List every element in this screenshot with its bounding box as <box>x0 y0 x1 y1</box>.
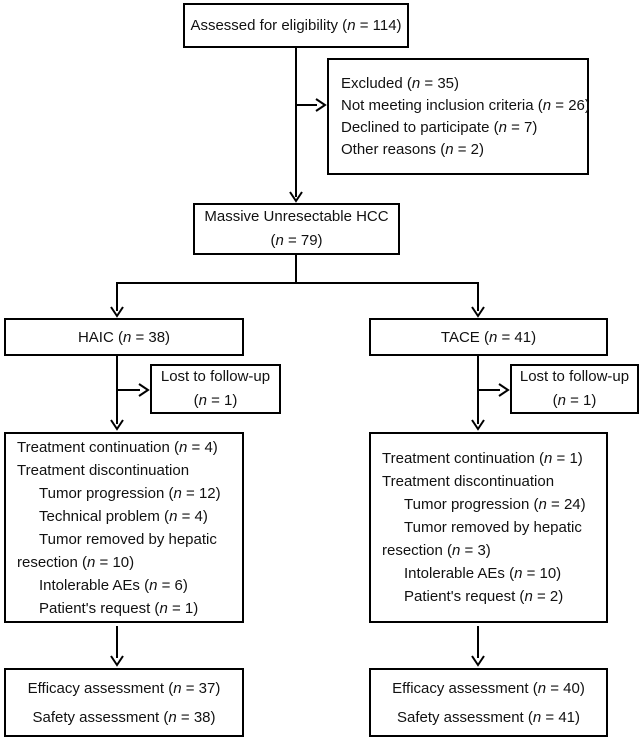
text-line: TACE (n = 41) <box>440 328 537 346</box>
text-line: Patient's request (n = 2) <box>404 588 564 605</box>
arrowhead-down <box>471 306 485 318</box>
arrowhead-right <box>498 383 510 397</box>
box-tace-assessment: Efficacy assessment (n = 40) Safety asses… <box>369 668 608 737</box>
text-line: Intolerable AEs (n = 10) <box>404 565 562 582</box>
text-line: Other reasons (n = 2) <box>341 140 484 158</box>
text-line: Tumor progression (n = 12) <box>39 484 221 502</box>
box-assessed-for-eligibility: Assessed for eligibility (n = 114) <box>183 3 409 48</box>
text-line: Lost to follow-up <box>519 368 630 385</box>
text-line: Treatment continuation (n = 4) <box>17 438 218 456</box>
text-line: (n = 1) <box>552 392 597 409</box>
box-haic-assessment: Efficacy assessment (n = 37) Safety asses… <box>4 668 244 737</box>
box-excluded: Excluded (n = 35) Not meeting inclusion c… <box>327 58 590 175</box>
text-line: Patient's request (n = 1) <box>39 599 199 617</box>
arrowhead-down <box>289 191 303 203</box>
arrowhead-down <box>110 306 124 318</box>
text-line: Safety assessment (n = 38) <box>32 708 216 726</box>
box-haic-arm: HAIC (n = 38) <box>4 318 244 356</box>
text-line: (n = 1) <box>193 392 238 409</box>
arrowhead-down <box>471 419 485 431</box>
box-lost-to-follow-up-tace: Lost to follow-up (n = 1) <box>510 364 639 414</box>
box-lost-to-follow-up-haic: Lost to follow-up (n = 1) <box>150 364 281 414</box>
text-line: Not meeting inclusion criteria (n = 26) <box>341 96 590 114</box>
box-tace-treatment-outcomes: Treatment continuation (n = 1) Treatment … <box>369 432 608 623</box>
text-line: Lost to follow-up <box>160 368 271 385</box>
text-line: Efficacy assessment (n = 40) <box>392 679 585 697</box>
text-line: Tumor progression (n = 24) <box>404 496 586 513</box>
text-line: Declined to participate (n = 7) <box>341 118 538 136</box>
arrowhead-down <box>471 655 485 667</box>
arrowhead-right <box>315 98 327 112</box>
text-line: Excluded (n = 35) <box>341 74 459 92</box>
text-line: Massive Unresectable HCC <box>204 208 389 225</box>
text-line: resection (n = 10) <box>17 553 135 571</box>
arrowhead-right <box>138 383 150 397</box>
arrowhead-down <box>110 419 124 431</box>
text-line: Assessed for eligibility (n = 114) <box>190 17 402 34</box>
text-line: (n = 79) <box>270 232 323 249</box>
text-line: resection (n = 3) <box>382 542 491 559</box>
text-line: Treatment discontinuation <box>17 461 190 479</box>
text-line: Safety assessment (n = 41) <box>396 708 580 726</box>
text-line: Technical problem (n = 4) <box>39 507 208 525</box>
text-line: HAIC (n = 38) <box>77 328 171 346</box>
box-massive-unresectable-hcc: Massive Unresectable HCC (n = 79) <box>193 203 400 255</box>
box-haic-treatment-outcomes: Treatment continuation (n = 4) Treatment … <box>4 432 244 623</box>
arrowhead-down <box>110 655 124 667</box>
text-line: Treatment continuation (n = 1) <box>382 450 583 467</box>
text-line: Treatment discontinuation <box>382 473 555 490</box>
text-line: Tumor removed by hepatic <box>39 530 217 548</box>
text-line: Tumor removed by hepatic <box>404 519 582 536</box>
text-line: Efficacy assessment (n = 37) <box>27 679 221 697</box>
text-line: Intolerable AEs (n = 6) <box>39 576 188 594</box>
box-tace-arm: TACE (n = 41) <box>369 318 608 356</box>
